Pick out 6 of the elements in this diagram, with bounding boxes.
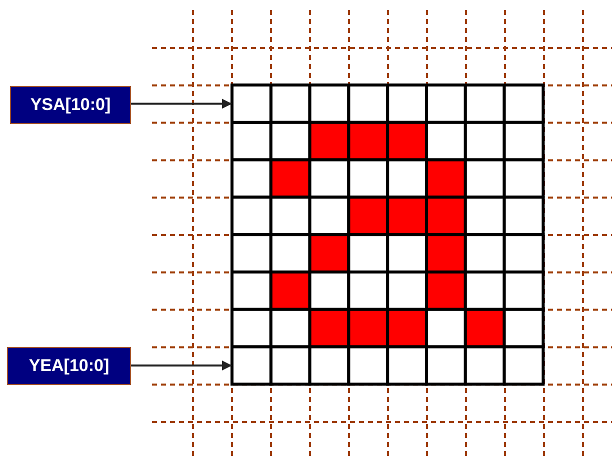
- signal-label: YEA[10:0]: [7, 347, 131, 385]
- arrow: [131, 98, 232, 109]
- pixel-cell: [230, 345, 272, 386]
- pixel-cell: [230, 84, 272, 124]
- arrow: [131, 360, 232, 370]
- signal-label: YSA[10:0]: [10, 86, 131, 124]
